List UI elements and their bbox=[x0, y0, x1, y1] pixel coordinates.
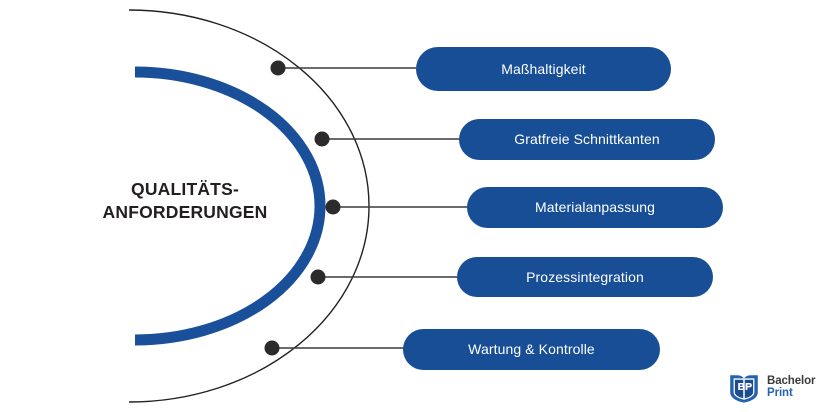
node-dot-3 bbox=[325, 199, 341, 215]
item-pill-label-2: Gratfreie Schnittkanten bbox=[514, 131, 660, 147]
book-shield-bp-icon bbox=[730, 375, 758, 403]
item-pill-5[interactable]: Wartung & Kontrolle bbox=[403, 329, 660, 370]
item-pill-4[interactable]: Prozessintegration bbox=[457, 257, 713, 297]
item-pill-label-1: Maßhaltigkeit bbox=[501, 60, 586, 77]
node-dot-1 bbox=[270, 60, 286, 76]
node-dot-5 bbox=[264, 340, 280, 356]
logo-wordmark: Bachelor Print bbox=[767, 375, 816, 399]
logo-text-bachelor: Bachelor bbox=[767, 375, 816, 388]
outer-thin-arc bbox=[128, 9, 370, 403]
item-pill-label-3: Materialanpassung bbox=[535, 199, 655, 215]
bachelorprint-logo: Bachelor Print bbox=[727, 369, 819, 407]
item-pill-label-4: Prozessintegration bbox=[526, 268, 644, 285]
item-pill-1[interactable]: Maßhaltigkeit bbox=[416, 47, 671, 91]
item-pill-2[interactable]: Gratfreie Schnittkanten bbox=[459, 119, 715, 160]
inner-blue-arc bbox=[134, 66, 326, 346]
logo-text-print: Print bbox=[767, 387, 793, 399]
node-dot-2 bbox=[314, 131, 330, 147]
center-title: QUALITÄTS- ANFORDERUNGEN bbox=[102, 179, 268, 223]
item-pill-3[interactable]: Materialanpassung bbox=[467, 187, 723, 228]
node-dot-4 bbox=[310, 269, 326, 285]
item-pill-label-5: Wartung & Kontrolle bbox=[468, 341, 595, 357]
